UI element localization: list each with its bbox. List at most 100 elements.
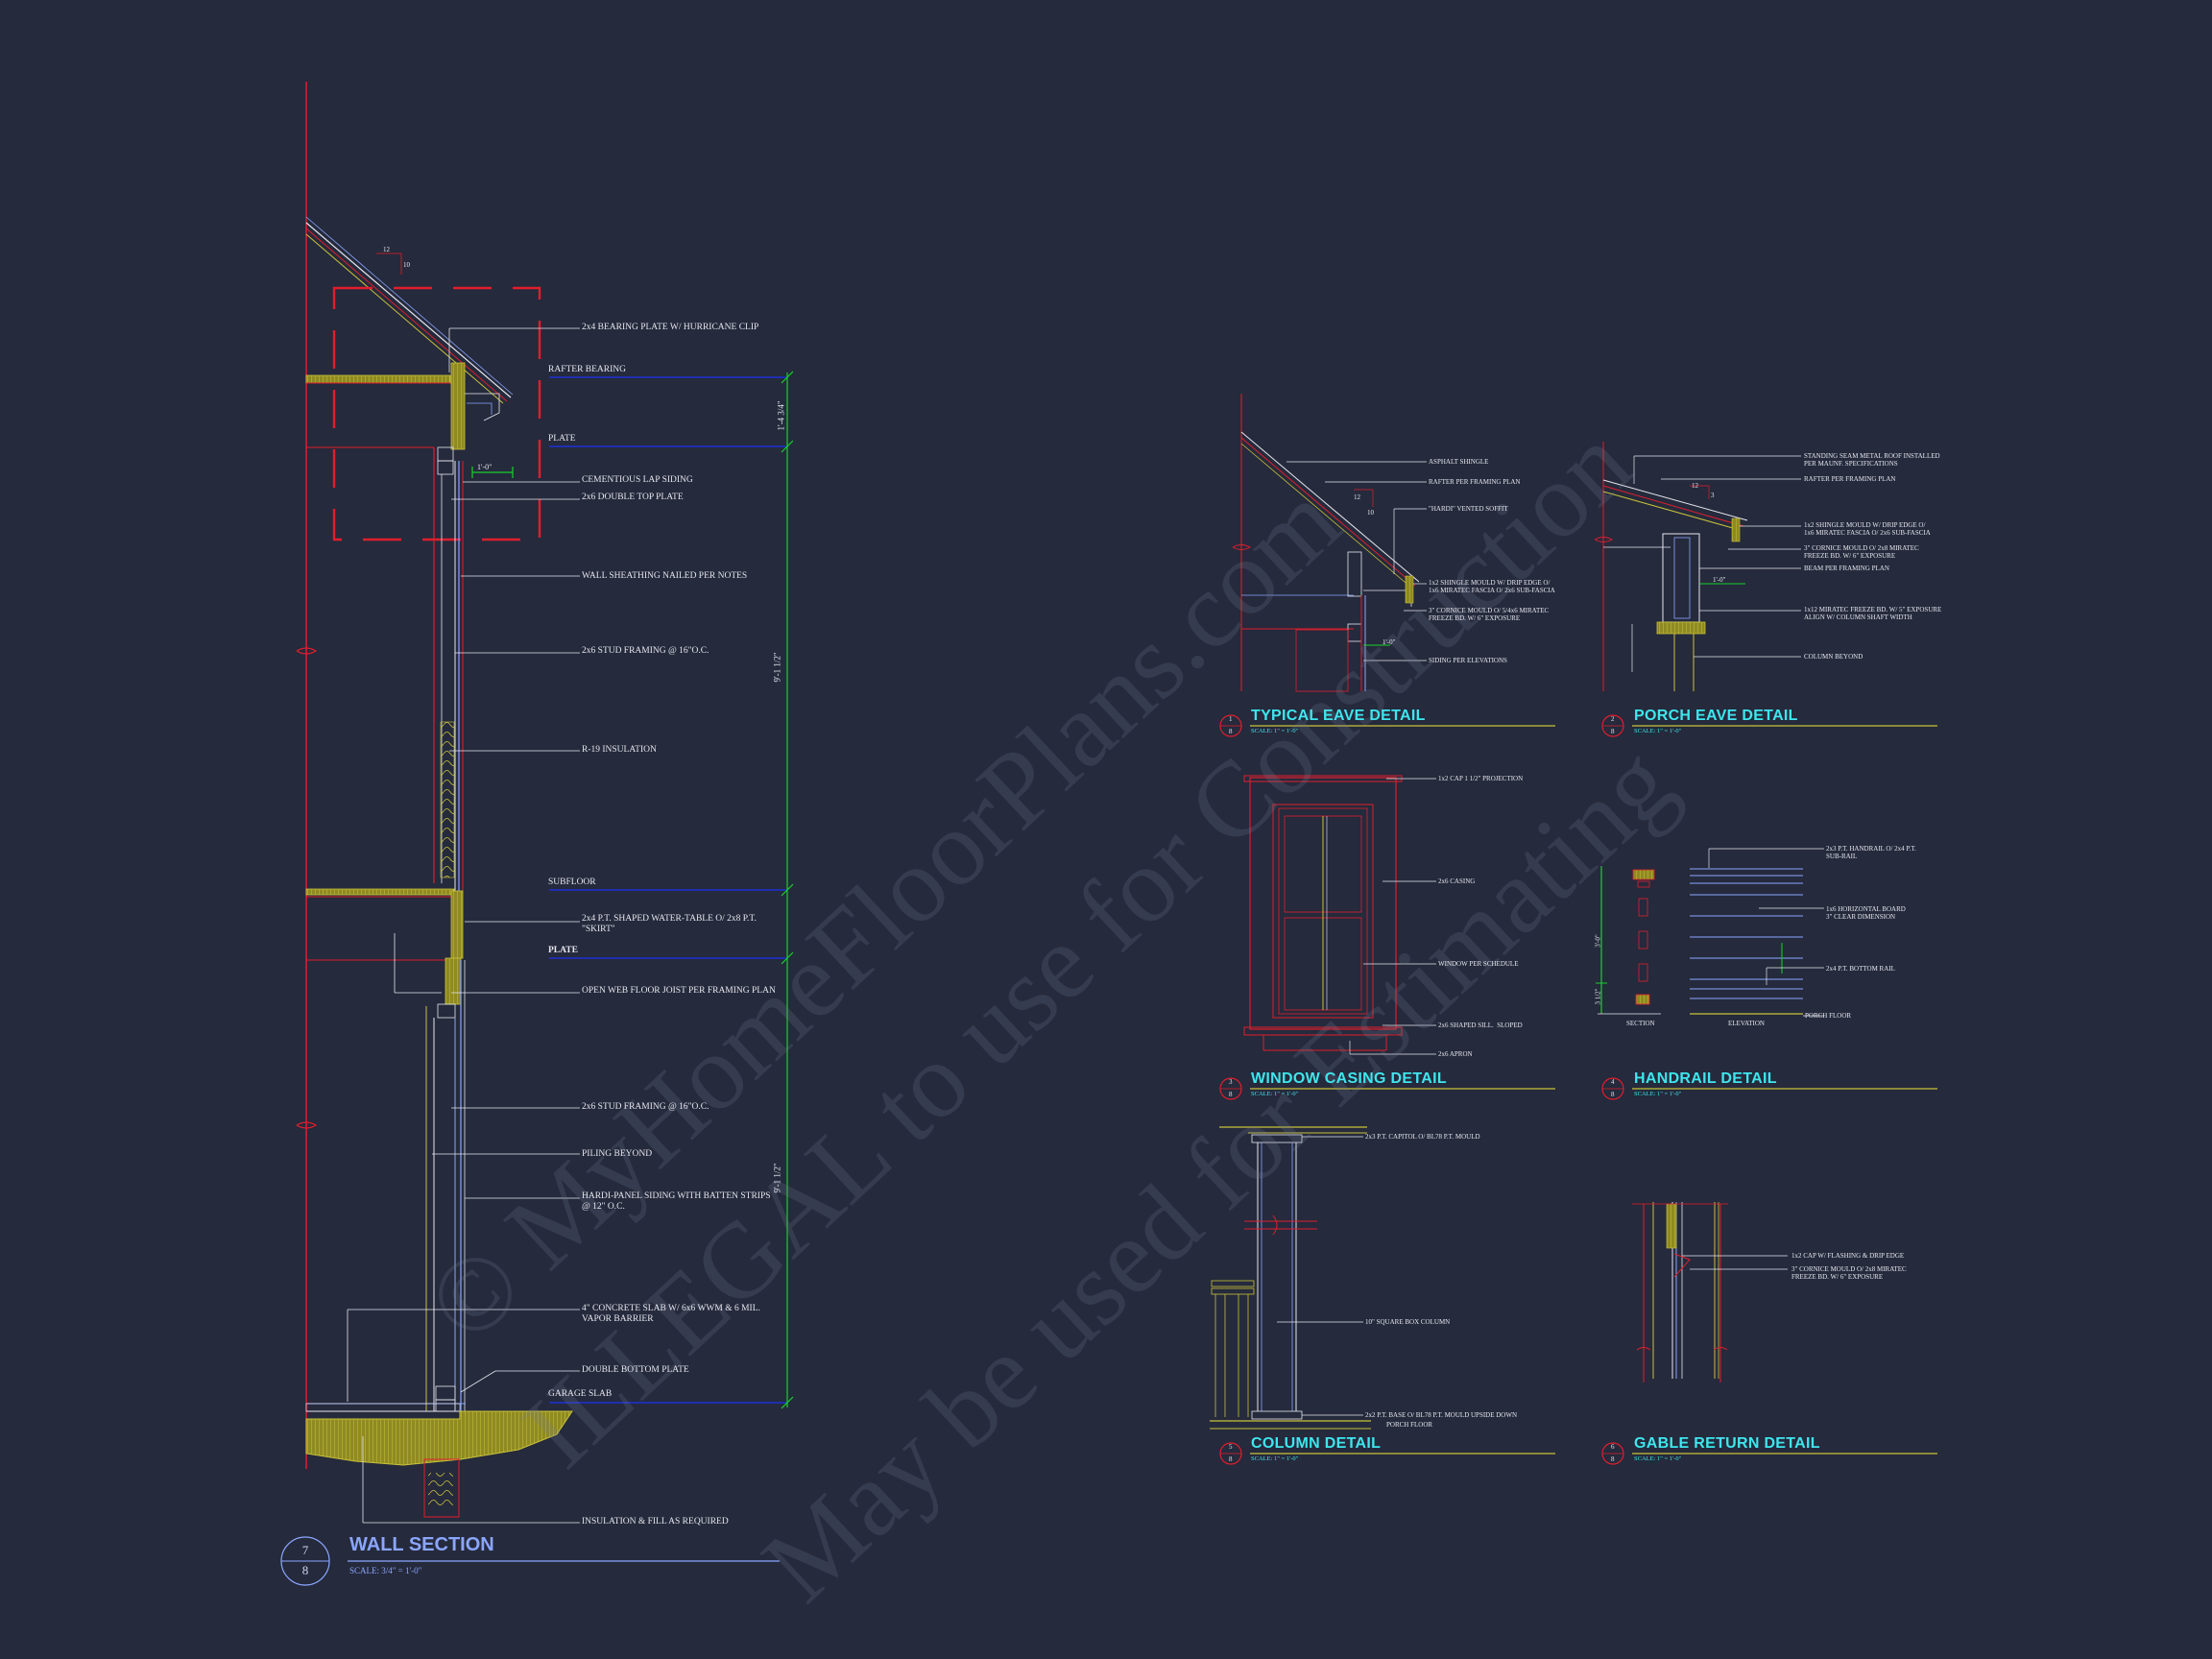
ws-note-stud-lower: 2x6 STUD FRAMING @ 16"O.C. (582, 1102, 709, 1112)
column-title: COLUMN DETAIL (1251, 1435, 1382, 1452)
pe-note-0: STANDING SEAM METAL ROOF INSTALLED PER M… (1804, 452, 1940, 468)
window-casing-drawing (1219, 775, 1555, 1100)
te-note-0: ASPHALT SHINGLE (1429, 458, 1489, 466)
ws-note-garage-slab: GARAGE SLAB (548, 1389, 613, 1399)
col-num-bottom: 8 (1229, 1455, 1233, 1463)
te-overhang: 1'-0" (1382, 638, 1396, 646)
ws-note-concrete-slab: 4" CONCRETE SLAB W/ 6x6 WWM & 6 MIL. VAP… (582, 1304, 760, 1324)
col-note-3: PORCH FLOOR (1386, 1421, 1433, 1429)
handrail-drawing (1596, 848, 1937, 1100)
col-note-2: 2x2 P.T. BASE O/ BL78 P.T. MOULD UPSIDE … (1365, 1411, 1518, 1419)
ws-note-rafter-bearing: RAFTER BEARING (548, 365, 627, 374)
ws-note-lap-siding: CEMENTIOUS LAP SIDING (582, 475, 693, 485)
hr-elevation-label: ELEVATION (1728, 1020, 1765, 1027)
te-note-5: SIDING PER ELEVATIONS (1429, 657, 1507, 664)
wall-section-scale: SCALE: 3/4" = 1'-0" (349, 1566, 422, 1575)
typical-eave-title: TYPICAL EAVE DETAIL (1251, 708, 1426, 724)
ws-pitch-run: 12 (383, 246, 390, 253)
pe-overhang: 1'-0" (1713, 576, 1726, 584)
pe-note-6: COLUMN BEYOND (1804, 653, 1863, 661)
porch-eave-title: PORCH EAVE DETAIL (1634, 708, 1798, 724)
ws-note-bearing-plate: 2x4 BEARING PLATE W/ HURRICANE CLIP (582, 323, 759, 332)
te-note-2: "HARDI" VENTED SOFFIT (1429, 505, 1508, 513)
ws-dim-lower: 9'-1 1/2" (772, 1163, 782, 1193)
ws-dim-middle: 9'-1 1/2" (772, 652, 782, 683)
handrail-scale: SCALE: 1" = 1'-0" (1634, 1091, 1682, 1097)
te-pitch-rise: 10 (1367, 509, 1374, 517)
te-note-1: RAFTER PER FRAMING PLAN (1429, 478, 1521, 486)
hr-num-bottom: 8 (1611, 1091, 1615, 1098)
ws-note-fill: INSULATION & FILL AS REQUIRED (582, 1517, 729, 1527)
pe-note-4: BEAM PER FRAMING PLAN (1804, 565, 1889, 572)
wall-section-title: WALL SECTION (349, 1534, 494, 1555)
pe-note-3: 3" CORNICE MOULD O/ 2x8 MIRATEC FREEZE B… (1804, 544, 1919, 560)
window-casing-title: WINDOW CASING DETAIL (1251, 1070, 1447, 1087)
wc-num-top: 3 (1229, 1078, 1233, 1086)
te-note-3: 1x2 SHINGLE MOULD W/ DRIP EDGE O/ 1x6 MI… (1429, 579, 1555, 594)
gr-num-top: 6 (1611, 1443, 1615, 1451)
hr-dim-small: 3 1/2" (1594, 988, 1602, 1005)
ws-overhang-dim: 1'-0" (477, 463, 493, 471)
ws-note-plate-floor: PLATE (548, 946, 578, 955)
pe-pitch-rise: 3 (1711, 492, 1715, 499)
ws-note-stud-upper: 2x6 STUD FRAMING @ 16"O.C. (582, 646, 709, 656)
pe-note-2: 1x2 SHINGLE MOULD W/ DRIP EDGE O/ 1x6 MI… (1804, 521, 1931, 537)
ws-note-insulation: R-19 INSULATION (582, 745, 657, 755)
ws-note-piling: PILING BEYOND (582, 1149, 653, 1159)
gr-note-1: 3" CORNICE MOULD O/ 2x8 MIRATEC FREEZE B… (1791, 1265, 1907, 1281)
ws-dim-upper: 1'-4 3/4" (776, 400, 786, 431)
te-num-top: 1 (1229, 715, 1233, 723)
wall-section-drawing (280, 82, 794, 1586)
pe-note-1: RAFTER PER FRAMING PLAN (1804, 475, 1896, 483)
hr-note-0: 2x3 P.T. HANDRAIL O/ 2x4 P.T. SUB-RAIL (1826, 845, 1916, 860)
ws-note-plate-top: PLATE (548, 434, 576, 444)
wc-note-3: 2x6 SHAPED SILL. SLOPED (1438, 1022, 1523, 1029)
hr-section-label: SECTION (1626, 1020, 1655, 1027)
pe-num-top: 2 (1611, 715, 1615, 723)
pe-note-5: 1x12 MIRATEC FREEZE BD. W/ 5" EXPOSURE A… (1804, 606, 1942, 621)
wc-note-4: 2x6 APRON (1438, 1050, 1473, 1058)
typical-eave-scale: SCALE: 1" = 1'-0" (1251, 728, 1299, 734)
te-num-bottom: 8 (1229, 728, 1233, 735)
wc-note-0: 1x2 CAP 1 1/2" PROJECTION (1438, 775, 1524, 782)
ws-note-water-table: 2x4 P.T. SHAPED WATER-TABLE O/ 2x8 P.T. … (582, 914, 757, 934)
wc-num-bottom: 8 (1229, 1091, 1233, 1098)
ws-note-subfloor: SUBFLOOR (548, 878, 596, 887)
column-drawing (1210, 1126, 1555, 1465)
ws-callout-top: 7 (301, 1543, 309, 1557)
wc-note-1: 2x6 CASING (1438, 878, 1476, 885)
pe-num-bottom: 8 (1611, 728, 1615, 735)
col-num-top: 5 (1229, 1443, 1233, 1451)
col-note-0: 2x3 P.T. CAPITOL O/ BL78 P.T. MOULD (1365, 1133, 1480, 1141)
te-note-4: 3" CORNICE MOULD O/ 5/4x6 MIRATEC FREEZE… (1429, 607, 1550, 622)
handrail-title: HANDRAIL DETAIL (1634, 1070, 1777, 1087)
hr-note-3: PORCH FLOOR (1805, 1012, 1852, 1020)
ws-note-floor-joist: OPEN WEB FLOOR JOIST PER FRAMING PLAN (582, 986, 776, 996)
porch-eave-drawing (1594, 442, 1937, 737)
column-scale: SCALE: 1" = 1'-0" (1251, 1455, 1299, 1462)
ws-callout-bottom: 8 (301, 1563, 309, 1577)
gable-return-title: GABLE RETURN DETAIL (1634, 1435, 1820, 1452)
gr-num-bottom: 8 (1611, 1455, 1615, 1463)
ws-pitch-rise: 10 (403, 261, 410, 269)
gr-note-0: 1x2 CAP W/ FLASHING & DRIP EDGE (1791, 1252, 1905, 1260)
col-note-1: 10" SQUARE BOX COLUMN (1365, 1318, 1451, 1326)
hr-note-2: 2x4 P.T. BOTTOM RAIL (1826, 965, 1895, 973)
hr-dim-height: 3'-0" (1594, 934, 1602, 948)
te-pitch-run: 12 (1354, 493, 1360, 501)
porch-eave-scale: SCALE: 1" = 1'-0" (1634, 728, 1682, 734)
hr-num-top: 4 (1611, 1078, 1615, 1086)
ws-note-sheathing: WALL SHEATHING NAILED PER NOTES (582, 571, 748, 581)
typical-eave-drawing (1219, 394, 1555, 737)
ws-note-hardi-panel: HARDI-PANEL SIDING WITH BATTEN STRIPS @ … (582, 1191, 771, 1212)
ws-note-bottom-plate: DOUBLE BOTTOM PLATE (582, 1365, 689, 1375)
window-casing-scale: SCALE: 1" = 1'-0" (1251, 1091, 1299, 1097)
wc-note-2: WINDOW PER SCHEDULE (1438, 960, 1519, 968)
pe-pitch-run: 12 (1692, 482, 1698, 490)
gable-return-drawing (1601, 1202, 1937, 1465)
ws-note-top-plate: 2x6 DOUBLE TOP PLATE (582, 493, 684, 502)
hr-note-1: 1x6 HORIZONTAL BOARD 3" CLEAR DIMENSION (1826, 905, 1906, 921)
gable-return-scale: SCALE: 1" = 1'-0" (1634, 1455, 1682, 1462)
